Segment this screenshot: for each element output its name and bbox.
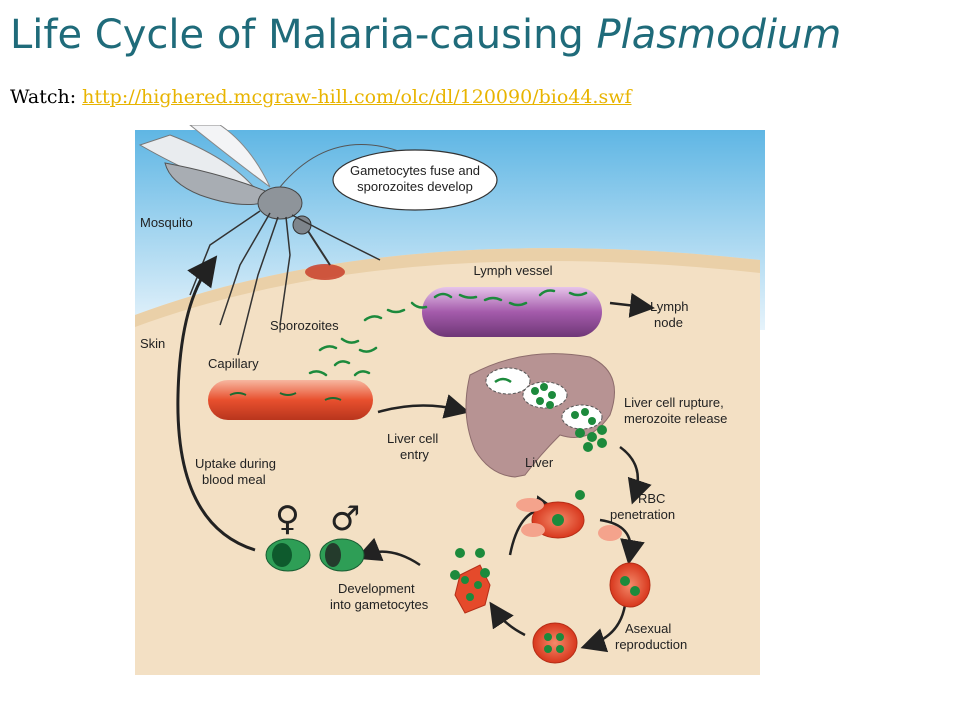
lymph-vessel [422, 287, 602, 337]
gametocyte-bubble [332, 149, 498, 211]
liver-sporozoite [494, 377, 512, 384]
rupture-label-1: Liver cell rupture, [624, 395, 724, 410]
watch-link[interactable]: http://highered.mcgraw-hill.com/olc/dl/1… [82, 86, 632, 108]
red-blood-cell-3 [532, 622, 578, 664]
bubble-text-1: Gametocytes fuse and [350, 163, 480, 178]
bubble-text-2: sporozoites develop [357, 179, 473, 194]
page-title: Life Cycle of Malaria-causing Plasmodium [10, 12, 841, 58]
released-merozoites-cycle [450, 548, 490, 601]
liver-entry-label-1: Liver cell [387, 431, 438, 446]
liver-entry-label-2: entry [400, 447, 429, 462]
rbc-penetration-arrow [619, 445, 652, 505]
red-blood-cell-2 [609, 562, 651, 608]
merozoite-in-rbc [552, 514, 564, 526]
red-blood-cell-small [516, 498, 544, 512]
uptake-arrow [176, 255, 256, 552]
sporozoites-label: Sporozoites [270, 318, 339, 333]
capillary-label: Capillary [208, 356, 259, 371]
uptake-label-2: blood meal [202, 472, 266, 487]
rbc-label-1: RBC [638, 491, 665, 506]
rupture-label-2: merozoite release [624, 411, 727, 426]
watch-label: Watch: [10, 86, 83, 108]
red-blood-cell-small [598, 525, 622, 541]
ruptured-liver-cell [561, 404, 603, 430]
asexual-label-2: reproduction [615, 637, 687, 652]
mosquito-leg [279, 216, 291, 326]
liver-merozoites [531, 383, 556, 409]
skin-label: Skin [140, 336, 165, 351]
title-italic: Plasmodium [596, 12, 842, 58]
mosquito-label: Mosquito [140, 215, 193, 230]
mosquito-abdomen [164, 162, 282, 205]
liver-label: Liver [525, 455, 554, 470]
title-main: Life Cycle of Malaria-causing [10, 12, 597, 58]
mosquito-leg [291, 214, 381, 261]
watch-line: Watch: http://highered.mcgraw-hill.com/o… [10, 86, 632, 108]
uptake-label-1: Uptake during [195, 456, 276, 471]
mosquito-thorax [257, 186, 303, 220]
mosquito-wing-2 [189, 125, 271, 188]
mosquito-illustration [138, 125, 431, 356]
lymph-node-arrow [609, 292, 655, 318]
asexual-label-1: Asexual [625, 621, 671, 636]
red-blood-cell-small [521, 523, 545, 537]
cycle-arrow-4 [489, 601, 526, 637]
released-merozoites [571, 408, 607, 452]
male-symbol: ♂ [330, 499, 360, 539]
lymph-node-label-1: Lymph [650, 299, 689, 314]
rbc-label-2: penetration [610, 507, 675, 522]
lymph-node-label-2: node [654, 315, 683, 330]
mosquito-proboscis [307, 230, 331, 266]
mosquito-leg [219, 212, 271, 326]
lymph-vessel-label: Lymph vessel [474, 263, 553, 278]
life-cycle-diagram: Gametocytes fuse and sporozoites develop… [135, 125, 765, 675]
liver-entry-arrow [377, 394, 470, 419]
cycle-arrow-2 [599, 518, 645, 565]
merozoite-in-rbc [630, 586, 640, 596]
gameto-label-1: Development [338, 581, 415, 596]
female-symbol: ♀ [275, 499, 300, 539]
male-gametocyte-nucleus [325, 543, 341, 567]
mosquito-leg [237, 216, 279, 356]
female-gametocyte-nucleus [272, 543, 292, 567]
bite-site [305, 264, 345, 280]
merozoite [575, 490, 585, 500]
skin-surface [135, 248, 760, 327]
gametocyte-arrow [355, 537, 421, 567]
capillary-sporozoites [229, 392, 342, 401]
capillary [208, 380, 373, 420]
gameto-label-2: into gametocytes [330, 597, 429, 612]
merozoite-in-rbc [620, 576, 630, 586]
cycle-arrow-3 [580, 604, 627, 653]
